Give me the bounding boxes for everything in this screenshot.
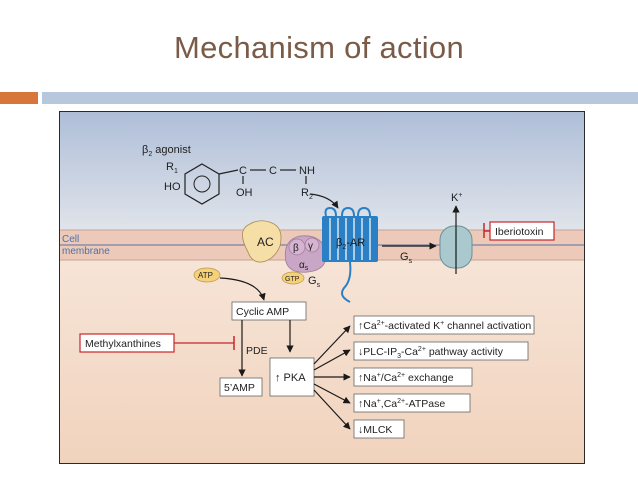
svg-text:R1: R1 bbox=[166, 161, 178, 175]
svg-text:↑Ca2+-activated K+ channel act: ↑Ca2+-activated K+ channel activation bbox=[358, 320, 531, 332]
gtp-label: GTP bbox=[285, 276, 300, 283]
ac-label: AC bbox=[257, 235, 274, 249]
beta2-agonist-structure: β2 agonist R1 HO C C NH OH R2 bbox=[142, 144, 339, 209]
svg-text:R2: R2 bbox=[301, 187, 313, 201]
effect-4: ↑Na+,Ca2+-ATPase bbox=[353, 393, 471, 413]
mechanism-diagram: Cell membrane β2 agonist R1 HO C C NH OH… bbox=[59, 111, 585, 464]
effect-1: ↑Ca2+-activated K+ channel activation bbox=[353, 315, 535, 335]
pka-effect-arrows bbox=[313, 325, 351, 430]
svg-text:C: C bbox=[239, 165, 247, 177]
camp-box bbox=[231, 301, 307, 321]
k-ion-label: K+ bbox=[451, 192, 462, 204]
svg-text:NH: NH bbox=[299, 165, 315, 177]
iberiotoxin-label: Iberiotoxin bbox=[495, 226, 544, 238]
svg-text:C: C bbox=[269, 165, 277, 177]
effect-5: ↓MLCK bbox=[353, 419, 405, 439]
svg-text:↑Na+,Ca2+-ATPase: ↑Na+,Ca2+-ATPase bbox=[358, 398, 445, 410]
svg-text:β2 agonist: β2 agonist bbox=[142, 144, 191, 158]
gtp-bubble bbox=[281, 271, 305, 285]
diagram-background bbox=[60, 112, 584, 463]
receptor-label: β2-AR bbox=[336, 237, 365, 251]
atp-to-camp-arrow bbox=[219, 277, 266, 301]
iberiotoxin-box bbox=[489, 221, 555, 241]
methylxanthines-label: Methylxanthines bbox=[85, 338, 161, 350]
gs-label: Gs bbox=[308, 275, 321, 289]
effect-3: ↑Na+/Ca2+ exchange bbox=[353, 367, 473, 387]
pka-label: ↑ PKA bbox=[275, 372, 306, 384]
atp-label: ATP bbox=[198, 271, 213, 280]
svg-text:↓MLCK: ↓MLCK bbox=[358, 424, 392, 436]
title-divider-bar bbox=[42, 92, 638, 104]
pde-label: PDE bbox=[246, 345, 268, 357]
slide-title: Mechanism of action bbox=[174, 30, 464, 65]
svg-text:↑Na+/Ca2+ exchange: ↑Na+/Ca2+ exchange bbox=[358, 372, 454, 384]
effect-2: ↓PLC-IP3-Ca2+ pathway activity bbox=[353, 341, 529, 361]
atp-bubble bbox=[193, 267, 221, 283]
gamma-subunit-label: γ bbox=[308, 241, 313, 252]
k-channel bbox=[439, 205, 473, 274]
camp-label: Cyclic AMP bbox=[236, 306, 289, 318]
gs-arrow-label: Gs bbox=[400, 251, 413, 265]
amp-label: 5’AMP bbox=[224, 382, 255, 394]
membrane-label-line2: membrane bbox=[62, 246, 110, 257]
amp-box bbox=[219, 377, 263, 397]
beta-subunit-label: β bbox=[293, 243, 299, 254]
alpha-subunit-label: αs bbox=[299, 260, 309, 272]
svg-text:HO: HO bbox=[164, 181, 181, 193]
g-protein: β γ αs GTP Gs bbox=[281, 235, 327, 289]
svg-text:↓PLC-IP3-Ca2+ pathway activity: ↓PLC-IP3-Ca2+ pathway activity bbox=[358, 346, 504, 360]
svg-text:OH: OH bbox=[236, 187, 253, 199]
membrane-label-line1: Cell bbox=[62, 234, 79, 245]
adenylyl-cyclase: AC bbox=[242, 220, 282, 263]
beta2-receptor: β2-AR bbox=[322, 206, 378, 303]
diagram-canvas: Cell membrane β2 agonist R1 HO C C NH OH… bbox=[60, 112, 584, 463]
pka-box bbox=[269, 357, 315, 397]
title-accent-bar bbox=[0, 92, 38, 104]
